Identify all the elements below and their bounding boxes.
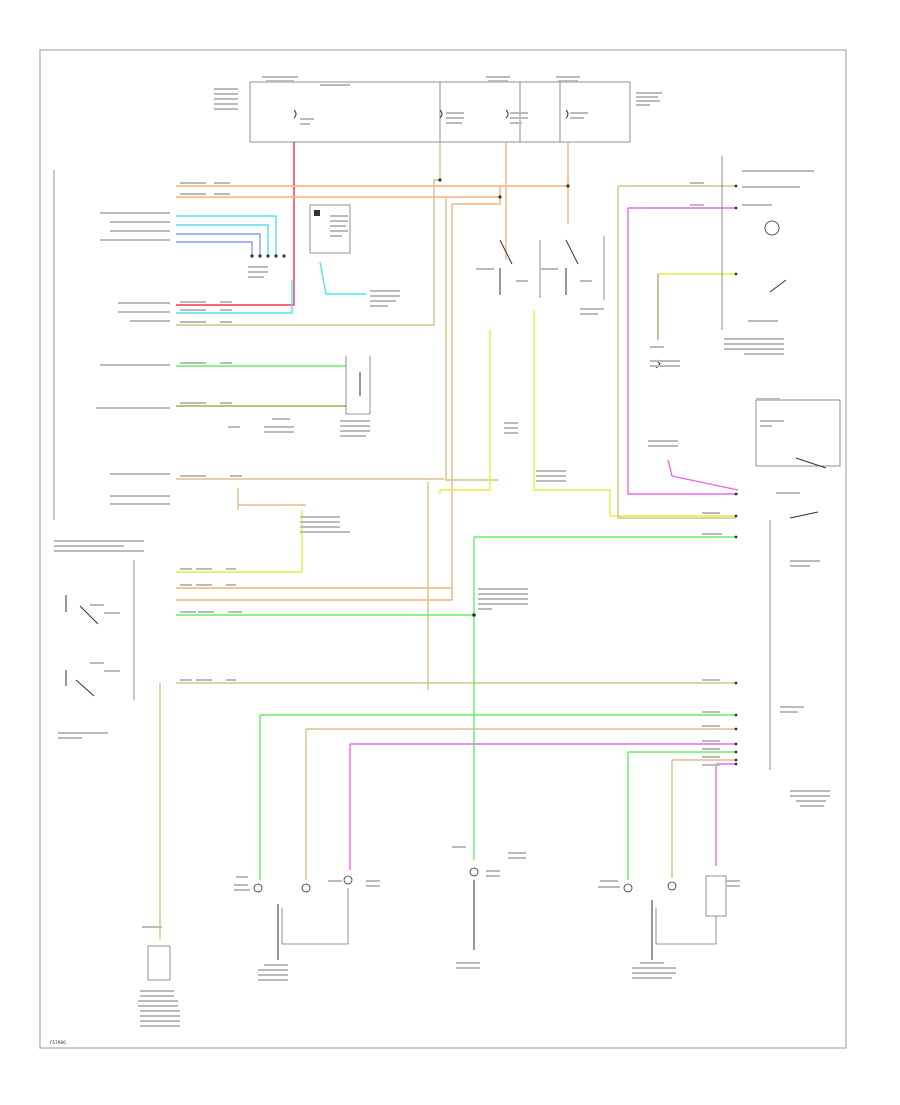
fuse-relay-center — [214, 76, 662, 143]
wires-tan-right — [176, 185, 736, 690]
left-front-door-switch — [65, 560, 135, 700]
wire-color-labels — [180, 182, 722, 766]
body-control-module — [734, 184, 830, 807]
right-rear-door-lock-actuator — [598, 875, 740, 979]
left-rear-door-lock-actuator — [234, 875, 380, 981]
wires-green — [176, 365, 736, 880]
left-terminal-labels — [54, 212, 170, 739]
wires-magenta — [349, 207, 739, 870]
wires-yellow — [176, 273, 736, 573]
diagram-frame — [39, 49, 847, 1049]
ground-g201 — [138, 926, 180, 1027]
ground-symbols — [650, 346, 680, 369]
instrument-cluster — [721, 156, 814, 355]
decklid-lock-actuator — [452, 846, 526, 969]
key-lock-cylinder — [228, 356, 371, 437]
wires-cyan-blue — [176, 215, 366, 314]
wires-olive — [159, 405, 736, 940]
figure-id: F57986 — [50, 1040, 66, 1045]
multifunction-switch — [248, 204, 400, 307]
door-lock-switches — [476, 236, 605, 315]
courtesy-lamp — [648, 398, 841, 770]
wires-orange-top — [176, 142, 570, 601]
